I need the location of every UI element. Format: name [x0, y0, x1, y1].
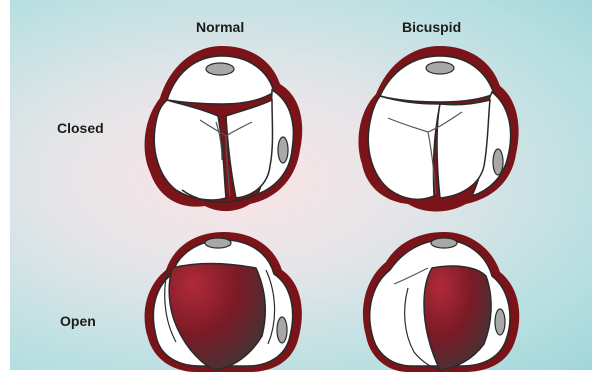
valve-bicuspid-open [363, 232, 519, 372]
coronary-ostium [277, 317, 287, 343]
coronary-ostium [426, 62, 454, 74]
valve-normal-open [145, 232, 302, 372]
coronary-ostium [493, 149, 503, 175]
coronary-ostium [205, 238, 231, 248]
coronary-ostium [495, 309, 505, 335]
valve-bicuspid-closed [358, 46, 518, 212]
coronary-ostium [206, 63, 234, 75]
valve-normal-closed [145, 46, 303, 211]
coronary-ostium [431, 238, 457, 248]
coronary-ostium [278, 137, 288, 163]
